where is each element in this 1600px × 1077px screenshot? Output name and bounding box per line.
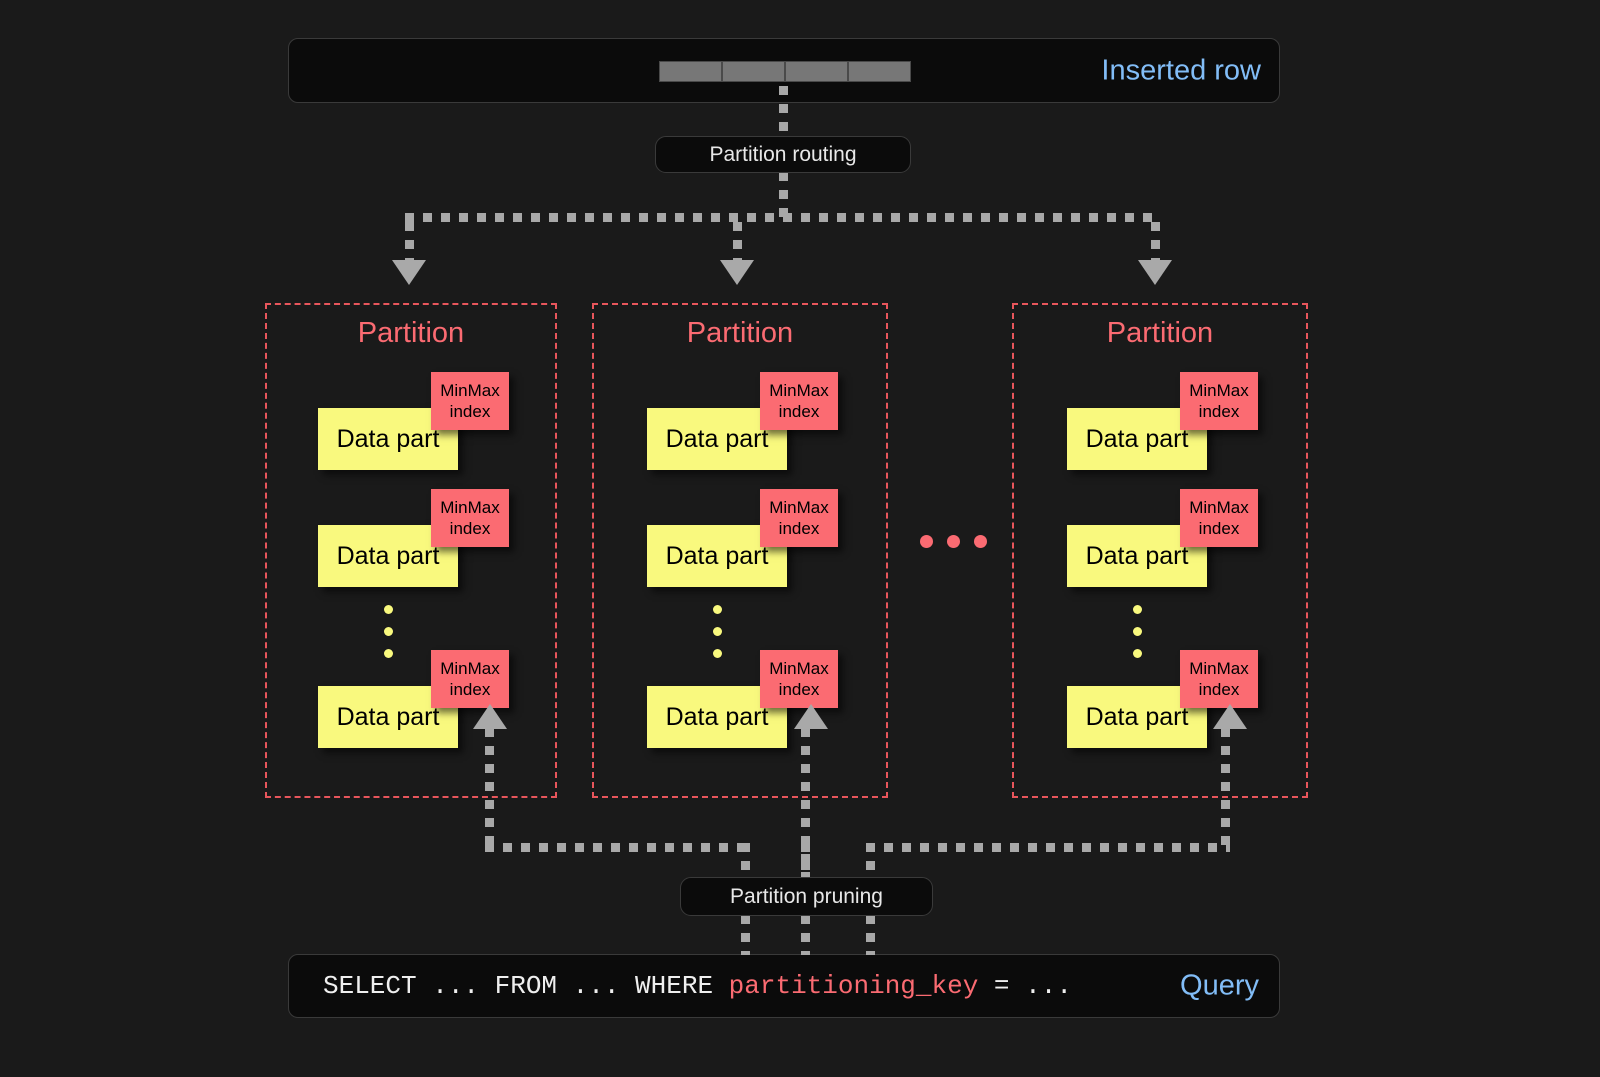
data-part-box: Data part: [647, 686, 787, 748]
query-bar: SELECT ... FROM ... WHERE partitioning_k…: [288, 954, 1280, 1018]
inserted-row-cells: [659, 61, 911, 82]
partition-routing-box: Partition routing: [655, 136, 911, 173]
partition-pruning-label: Partition pruning: [730, 884, 883, 908]
data-part-box: Data part: [1067, 525, 1207, 587]
connector-pruning-to-partition-1: [485, 728, 494, 850]
partition-ellipsis: [920, 535, 987, 548]
partition-routing-label: Partition routing: [709, 142, 857, 166]
arrow-up-partition-3: [1213, 704, 1247, 729]
row-cell: [659, 61, 722, 82]
query-label: Query: [1180, 969, 1259, 1002]
arrow-up-partition-2: [794, 704, 828, 729]
partition-title: Partition: [357, 317, 465, 349]
row-cell: [785, 61, 848, 82]
data-part-ellipsis: [1133, 605, 1142, 671]
connector-row-to-routing: [779, 86, 788, 138]
arrow-down-partition-3: [1138, 260, 1172, 285]
inserted-row-label: Inserted row: [1101, 54, 1261, 86]
arrow-down-partition-1: [392, 260, 426, 285]
partition-title: Partition: [686, 317, 794, 349]
connector-bus-to-partition-3: [1151, 222, 1160, 264]
routing-bus-line: [405, 213, 1160, 222]
partition-pruning-box: Partition pruning: [680, 877, 933, 916]
query-text: SELECT ... FROM ... WHERE partitioning_k…: [323, 971, 1072, 1001]
arrow-up-partition-1: [473, 704, 507, 729]
query-prefix: SELECT ... FROM ... WHERE: [323, 971, 729, 1001]
connector-pruning-to-partition-3: [1221, 728, 1230, 850]
data-part-box: Data part: [318, 408, 458, 470]
data-part-ellipsis: [384, 605, 393, 671]
data-part-ellipsis: [713, 605, 722, 671]
query-partitioning-key: partitioning_key: [728, 971, 979, 1001]
connector-routing-to-bus: [779, 172, 788, 218]
row-cell: [848, 61, 911, 82]
connector-bus-to-partition-1: [405, 222, 414, 264]
connector-pruning-to-partition-2: [801, 728, 810, 878]
data-part-box: Data part: [1067, 408, 1207, 470]
query-suffix: = ...: [978, 971, 1072, 1001]
arrow-down-partition-2: [720, 260, 754, 285]
partition-title: Partition: [1106, 317, 1214, 349]
pruning-bus-right: [866, 843, 1230, 852]
connector-bus-to-partition-2: [733, 222, 742, 264]
row-cell: [722, 61, 785, 82]
pruning-bus-left: [485, 843, 749, 852]
